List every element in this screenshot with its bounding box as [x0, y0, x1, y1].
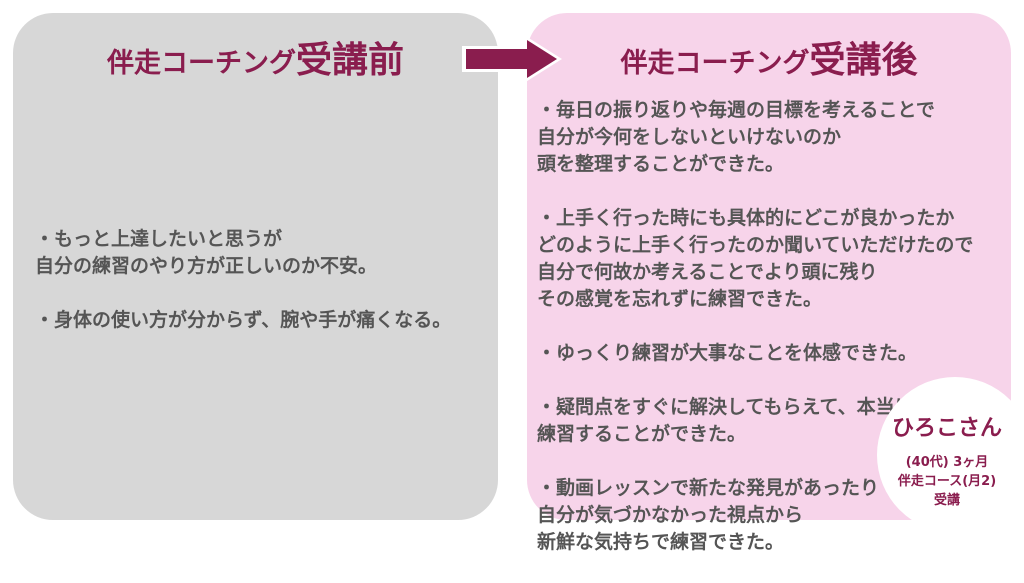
badge-name: ひろこさん: [891, 416, 1002, 441]
after-item: ・ゆっくり練習が大事なことを体感できた。: [537, 342, 918, 364]
after-item: ・上手く行った時にも具体的にどこが良かったか どのように上手く行ったのか聞いてい…: [537, 207, 974, 310]
badge-age: (40代) 3ヶ月: [905, 455, 989, 470]
badge-info: (40代) 3ヶ月 伴走コース(月2) 受講: [877, 453, 1017, 510]
testimonial-badge: ひろこさん (40代) 3ヶ月 伴走コース(月2) 受講: [877, 377, 1024, 533]
before-title: 伴走コーチング受講前: [13, 41, 498, 84]
after-item: ・疑問点をすぐに解決してもらえて、本当に楽しく 練習することができた。: [537, 396, 971, 445]
after-item: ・毎日の振り返りや毎週の目標を考えることで 自分が今何をしないといけないのか 頭…: [537, 99, 935, 175]
after-title-prefix: 伴走コーチング: [620, 48, 810, 79]
before-title-suffix: 受講前: [295, 40, 404, 81]
before-title-prefix: 伴走コーチング: [106, 48, 296, 79]
arrow-right-icon: [462, 35, 562, 83]
before-list: ・もっと上達したいと思うが 自分の練習のやり方が正しいのか不安。 ・身体の使い方…: [35, 226, 505, 361]
after-title-suffix: 受講後: [809, 40, 918, 81]
before-panel: 伴走コーチング受講前 ・もっと上達したいと思うが 自分の練習のやり方が正しいのか…: [13, 13, 498, 520]
after-list: ・毎日の振り返りや毎週の目標を考えることで 自分が今何をしないといけないのか 頭…: [537, 97, 997, 583]
after-panel: 伴走コーチング受講後 ・毎日の振り返りや毎週の目標を考えることで 自分が今何をし…: [527, 13, 1011, 553]
after-title: 伴走コーチング受講後: [527, 41, 1011, 84]
before-item: ・身体の使い方が分からず、腕や手が痛くなる。: [35, 309, 452, 331]
before-item: ・もっと上達したいと思うが 自分の練習のやり方が正しいのか不安。: [35, 228, 378, 277]
badge-status: 受講: [933, 493, 960, 508]
badge-course: 伴走コース(月2): [897, 474, 997, 489]
